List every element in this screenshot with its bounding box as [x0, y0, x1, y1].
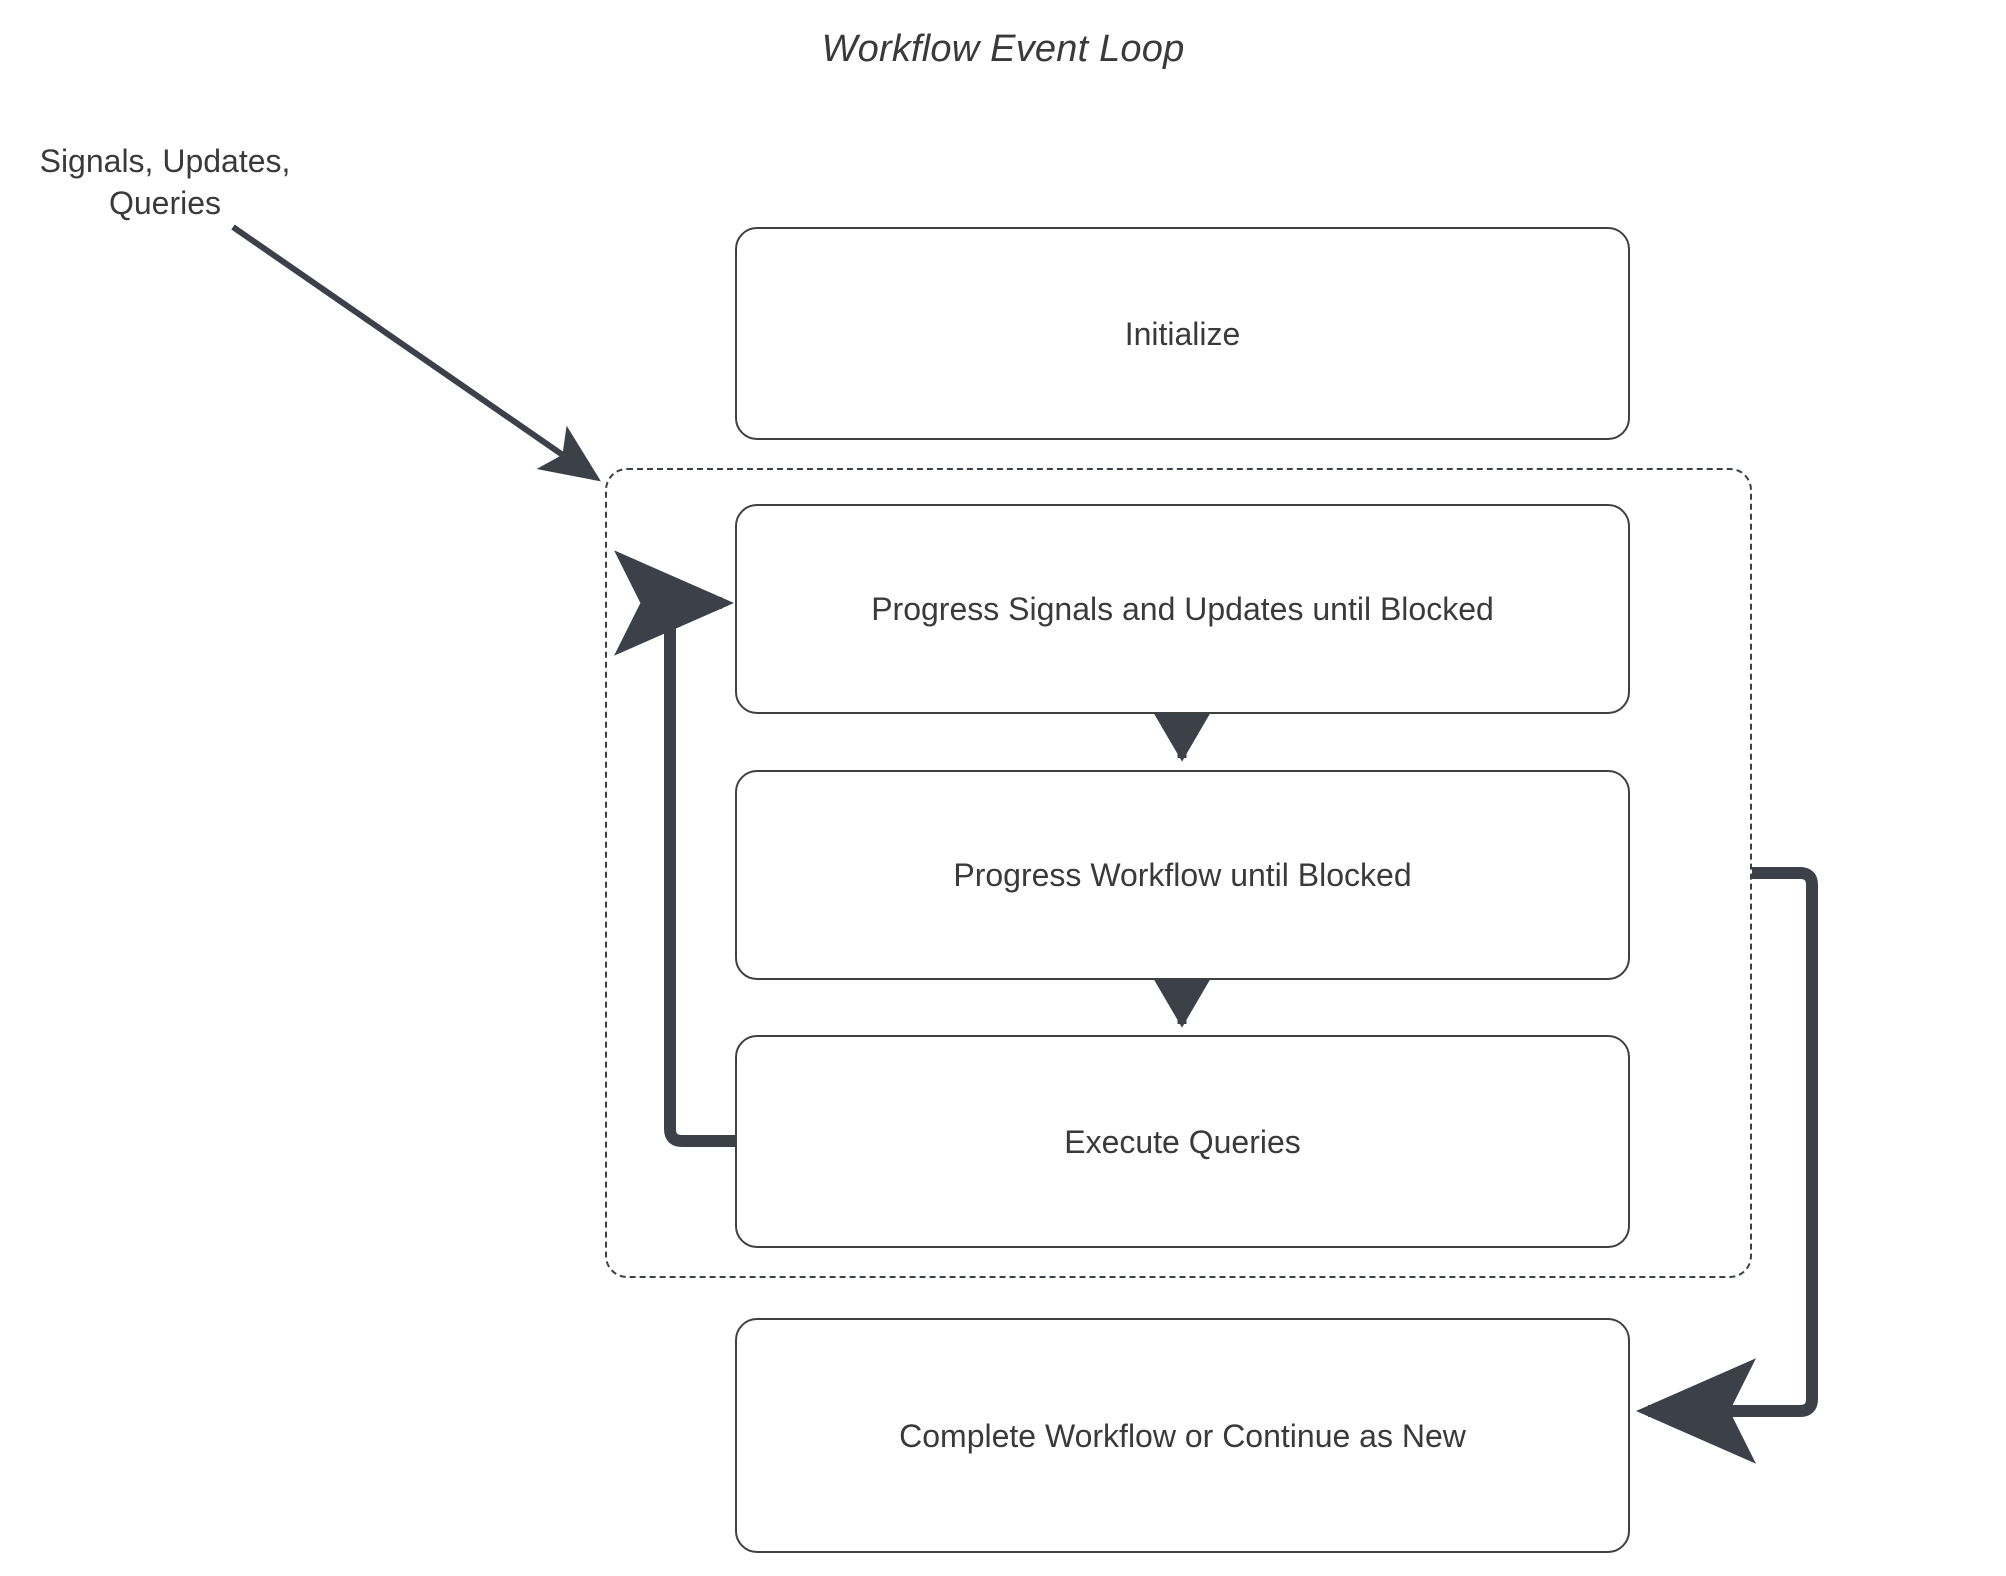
node-progress-workflow[interactable]: Progress Workflow until Blocked [735, 770, 1630, 980]
node-complete-workflow-or-continue-as-new-label: Complete Workflow or Continue as New [899, 1417, 1466, 1454]
node-initialize[interactable]: Initialize [735, 227, 1630, 440]
external-input-label-line-2: Queries [108, 185, 222, 221]
external-input-label: Signals, Updates, Queries [20, 140, 310, 224]
node-complete-workflow-or-continue-as-new[interactable]: Complete Workflow or Continue as New [735, 1318, 1630, 1553]
node-initialize-label: Initialize [1124, 315, 1241, 352]
node-progress-signals-and-updates[interactable]: Progress Signals and Updates until Block… [735, 504, 1630, 714]
node-progress-signals-and-updates-label: Progress Signals and Updates until Block… [871, 591, 1494, 627]
node-progress-workflow-label: Progress Workflow until Blocked [953, 857, 1412, 893]
node-execute-queries-label: Execute Queries [1064, 1123, 1301, 1160]
event-loop-container [605, 468, 1752, 1278]
node-execute-queries[interactable]: Execute Queries [735, 1035, 1630, 1248]
external-input-label-line-1: Signals, Updates, [39, 143, 291, 179]
page-title: Workflow Event Loop [821, 28, 1185, 70]
edge-external-input-to-loop [231, 224, 601, 482]
